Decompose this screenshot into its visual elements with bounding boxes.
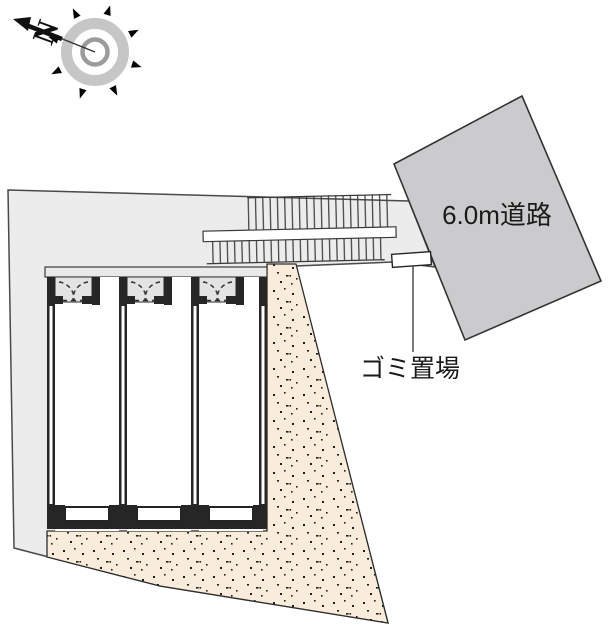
unit-3-room bbox=[199, 277, 263, 531]
road-shape bbox=[392, 94, 603, 342]
door-swing-arc-icon bbox=[202, 281, 219, 301]
garbage-label: ゴミ置場 bbox=[360, 355, 460, 383]
road-area: 6.0m道路 bbox=[392, 94, 603, 342]
door-swing-arc-icon bbox=[130, 281, 147, 301]
unit-1-window bbox=[64, 506, 110, 522]
unit-3-entry-porch bbox=[198, 276, 244, 305]
door-swing-arc-icon bbox=[144, 281, 161, 301]
building-walls bbox=[47, 277, 267, 529]
stair-top-rail bbox=[247, 193, 392, 199]
unit-1-entry-porch bbox=[54, 276, 100, 305]
unit-2-window bbox=[136, 506, 182, 522]
unit-3-window bbox=[208, 506, 254, 522]
stair-lower-flight bbox=[206, 237, 385, 264]
stair-bottom-rail bbox=[206, 259, 385, 265]
stair-upper-flight bbox=[247, 193, 392, 231]
garbage-station-marker bbox=[390, 250, 433, 269]
door-swing-arc-icon bbox=[216, 281, 233, 301]
road-label: 6.0m道路 bbox=[442, 200, 552, 230]
building-bottom bbox=[47, 505, 267, 529]
unit-2-room bbox=[127, 277, 191, 531]
building bbox=[44, 266, 268, 531]
unit-2-entry-porch bbox=[126, 276, 172, 305]
garbage-station: ゴミ置場 bbox=[360, 250, 460, 383]
staircase bbox=[202, 193, 397, 265]
walkway-strip bbox=[44, 266, 268, 278]
unit-1-room bbox=[55, 277, 119, 531]
door-swing-arc-icon bbox=[72, 281, 89, 301]
door-swing-arc-icon bbox=[58, 281, 75, 301]
